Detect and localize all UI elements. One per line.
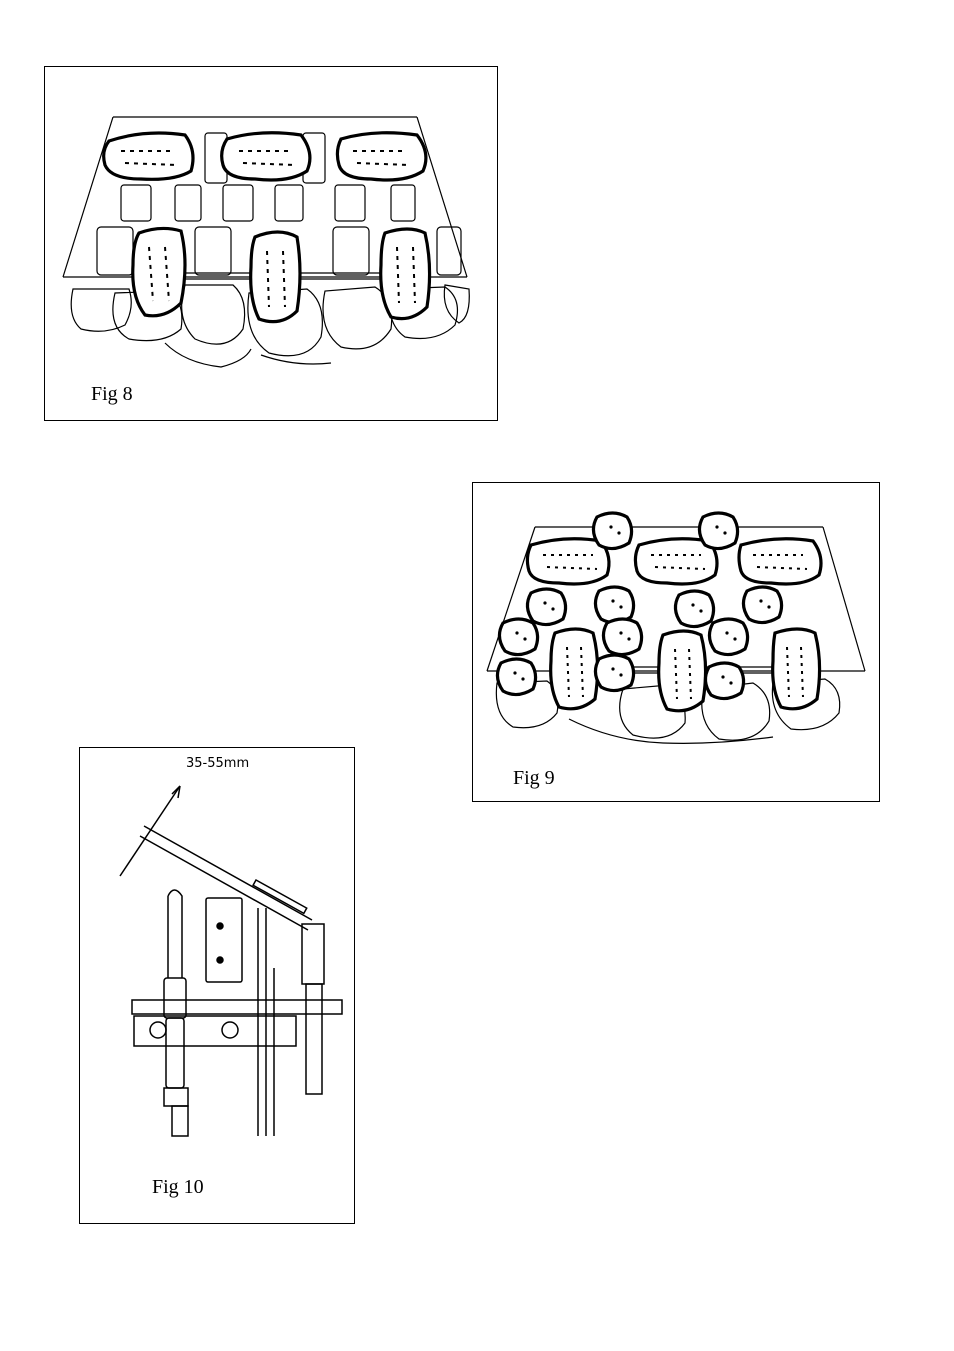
figure-8-frame: Fig 8 [44, 66, 498, 421]
figure-9-frame: Fig 9 [472, 482, 880, 802]
figure-10-caption: Fig 10 [152, 1176, 204, 1199]
dimension-label: 35-55mm [186, 756, 249, 771]
figure-10-frame: 35-55mm Fig 10 [79, 747, 355, 1224]
figure-10-illustration [80, 748, 354, 1223]
figure-9-illustration [473, 483, 879, 801]
figure-8-caption: Fig 8 [91, 383, 133, 406]
figure-9-caption: Fig 9 [513, 767, 555, 790]
figure-8-illustration [45, 67, 497, 420]
